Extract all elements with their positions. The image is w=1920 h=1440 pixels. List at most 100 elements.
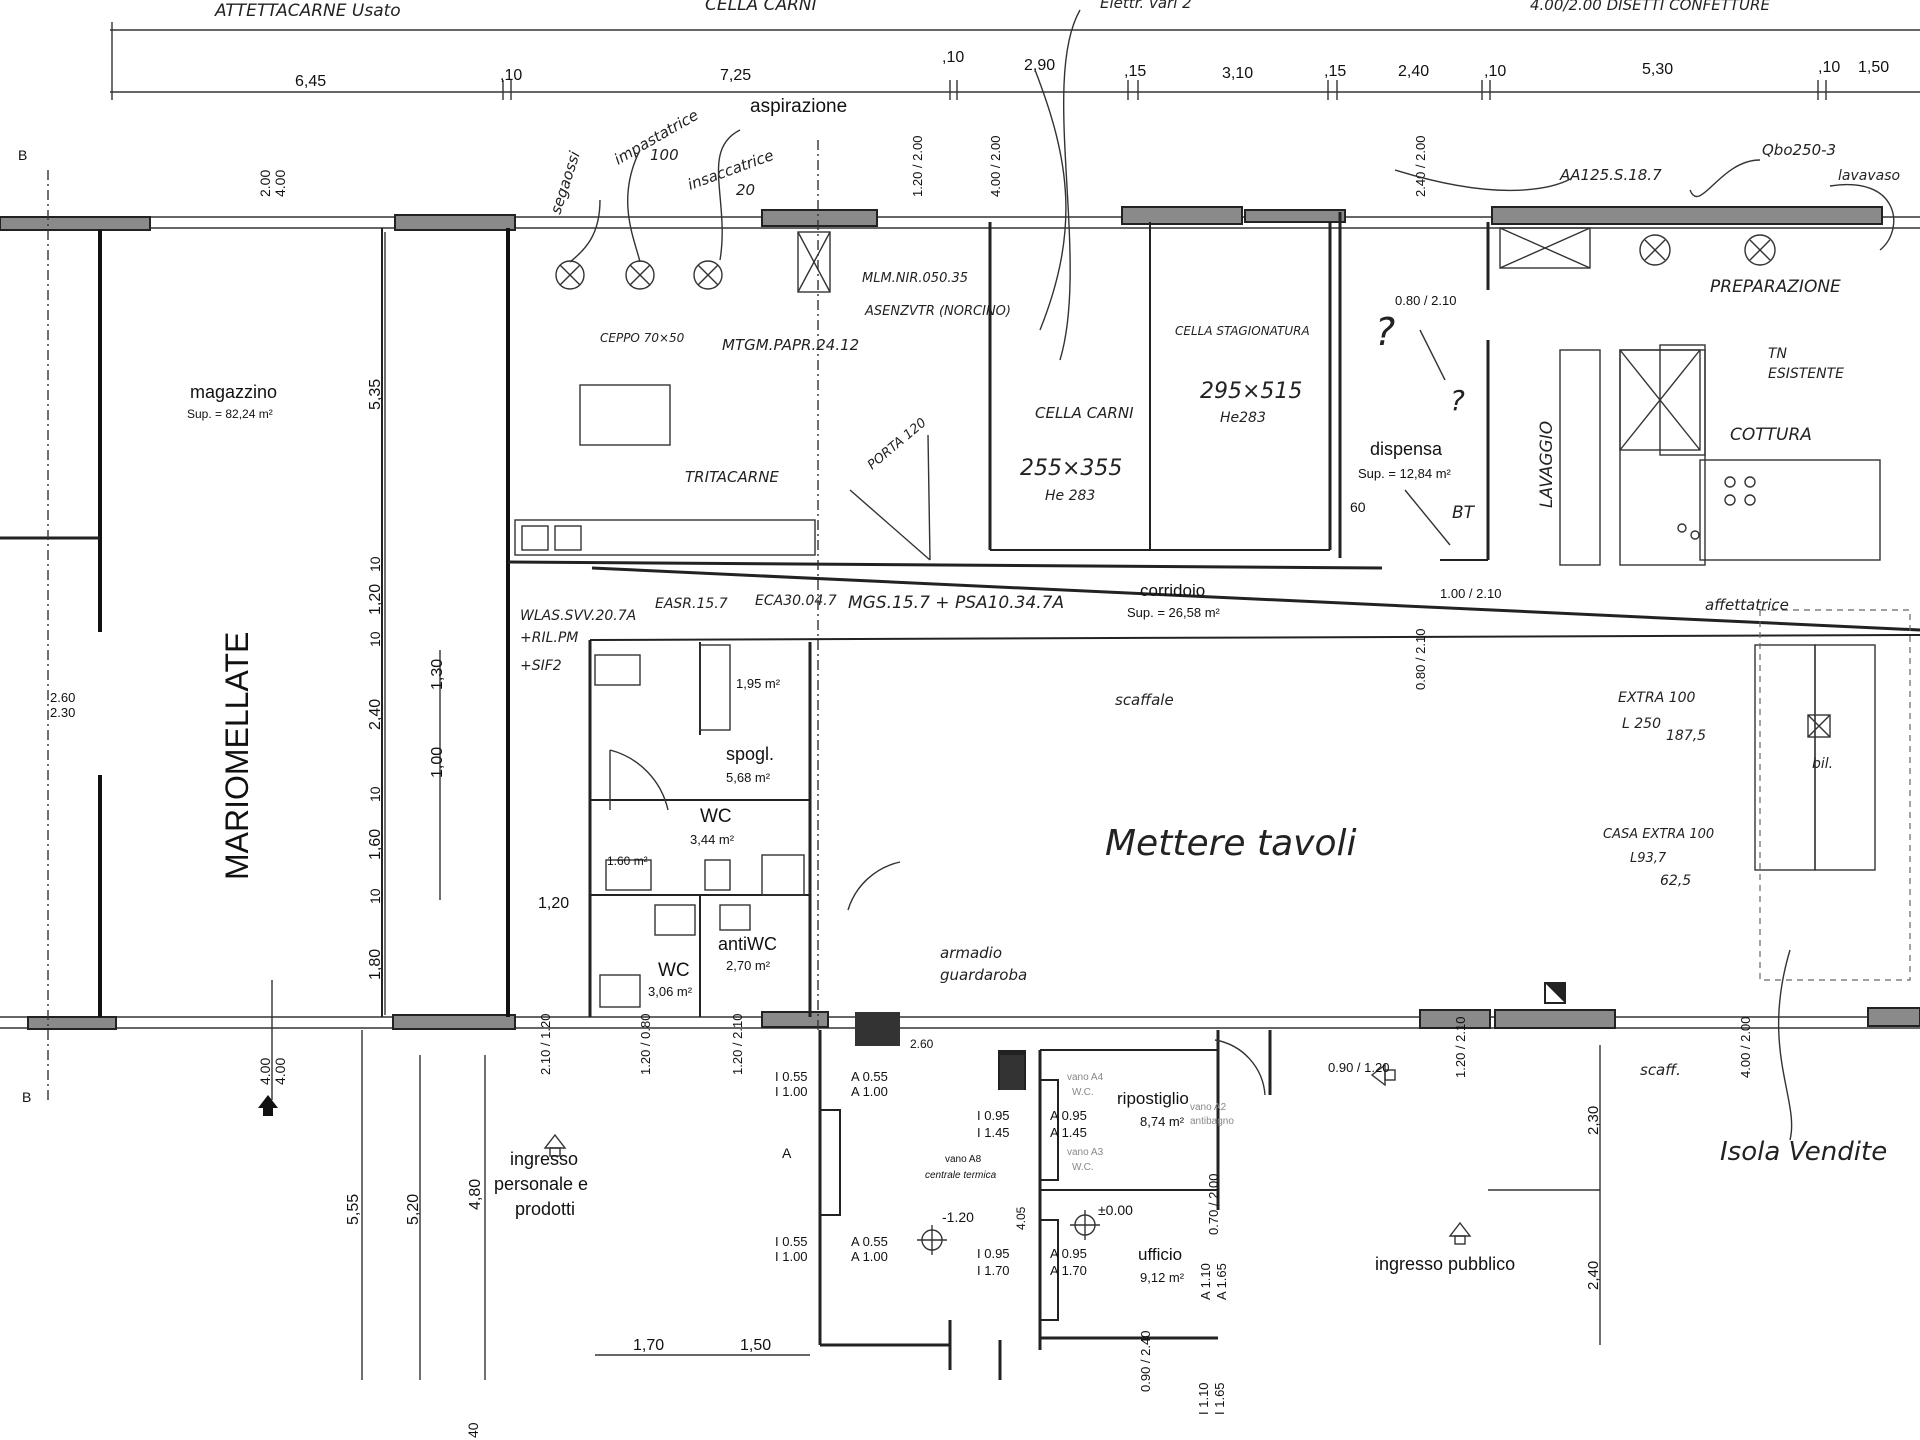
hand-note: L 250 <box>1622 716 1661 732</box>
small-tag: W.C. <box>1072 1087 1094 1098</box>
hand-note: MLM.NIR.050.35 <box>862 271 968 286</box>
display-counter <box>1754 644 1816 871</box>
window-tag-line: I 0.95 <box>977 1246 1010 1261</box>
room-name: WC <box>700 806 732 827</box>
small-tag: A 1.65 <box>1214 1263 1229 1300</box>
scale-icon <box>1807 714 1831 738</box>
window-tag-line: I 1.00 <box>775 1249 808 1264</box>
level-label: ±0.00 <box>1098 1202 1133 1218</box>
dim-label: ,10 <box>1818 59 1840 76</box>
window-tag-line: A 0.95 <box>1050 1108 1087 1123</box>
room-area: Sup. = 12,84 m² <box>1358 466 1452 481</box>
hand-note: lavavaso <box>1838 168 1900 184</box>
wall-segment <box>1867 1007 1920 1027</box>
wall-segment <box>1491 206 1883 225</box>
hand-note: scaffale <box>1115 691 1174 709</box>
dim-label: 2,30 <box>1585 1106 1602 1135</box>
dim-label: 10 <box>367 888 383 904</box>
window-tag-line: A 1.00 <box>851 1249 888 1264</box>
dim-label: 5,35 <box>367 379 384 410</box>
room-hand-size: 255×355 <box>1020 456 1122 481</box>
small-tag: antibagno <box>1190 1116 1234 1127</box>
small-tag: vano A3 <box>1067 1147 1104 1158</box>
window-tag-line: I 1.45 <box>977 1125 1010 1140</box>
window-tag: I 0.95 I 1.45 A 0.95 A 1.45 <box>977 1108 1087 1140</box>
dim-label: 1,20 <box>538 895 569 912</box>
dim-label: 10 <box>367 556 383 572</box>
column-marker <box>1545 983 1565 1003</box>
hand-note: L93,7 <box>1630 851 1667 866</box>
sink-icon <box>605 859 652 891</box>
door-tag: 4.00 / 2.00 <box>1738 1017 1753 1078</box>
wall-segment <box>0 216 151 231</box>
dim-label: 4.00 <box>272 170 288 197</box>
hand-note: MGS.15.7 + PSA10.34.7A <box>848 593 1064 613</box>
door-tag: 1.20 / 0.80 <box>638 1014 653 1075</box>
ceiling-fixture-icon <box>1639 234 1671 266</box>
door-tag: 2.40 / 2.00 <box>1413 136 1428 197</box>
window-tag-line: A 1.70 <box>1050 1263 1087 1278</box>
top-hand-note: CELLA CARNI <box>705 0 817 15</box>
window-tag-line: A 0.95 <box>1050 1246 1087 1261</box>
room-label: MARIOMELLATE <box>219 632 255 880</box>
window-tag-line: I 0.55 <box>775 1069 808 1084</box>
window-tags: I 0.55 I 1.00 A 0.55 A 1.00 I 0.55 I 1.0… <box>775 1069 1087 1278</box>
hand-note: ? <box>1375 310 1395 354</box>
hand-note: guardaroba <box>940 966 1027 984</box>
section-mark: B <box>22 1089 31 1105</box>
display-counter <box>1814 644 1876 871</box>
boiler-icon <box>1000 1055 1024 1090</box>
door-tag: 1.20 / 2.10 <box>1453 1017 1468 1078</box>
door-tag: 0.80 / 2.10 <box>1413 629 1428 690</box>
wall-column <box>855 1012 900 1046</box>
small-tag: I 1.65 <box>1212 1382 1227 1415</box>
room-name: antiWC <box>718 934 777 954</box>
hand-note: AA125.S.18.7 <box>1559 166 1662 184</box>
wall-segment <box>1419 1009 1491 1029</box>
room-sub: centrale termica <box>925 1170 997 1181</box>
sink-icon <box>654 904 696 936</box>
dim-label: 5,20 <box>405 1194 422 1225</box>
room-name: magazzino <box>190 382 277 402</box>
dim-label: 3,10 <box>1222 65 1253 82</box>
sink-icon <box>719 904 751 931</box>
room-name: ufficio <box>1138 1245 1182 1264</box>
room-name: spogl. <box>726 744 774 764</box>
ceiling-fixture-icon <box>693 260 723 290</box>
hand-note: +SIF2 <box>520 658 562 674</box>
entrance-label: ingresso <box>510 1149 578 1169</box>
room-area: 3,06 m² <box>648 984 693 999</box>
dim-label: 1,20 <box>367 584 384 615</box>
room-hand-size: 295×515 <box>1200 379 1302 404</box>
hand-note: 100 <box>650 146 679 164</box>
room-area: 5,68 m² <box>726 770 771 785</box>
butcher-block <box>579 384 671 446</box>
dim-label: 2,90 <box>1024 57 1055 74</box>
room-hand-label: PREPARAZIONE <box>1710 277 1841 297</box>
room-labels: magazzino Sup. = 82,24 m² aspirazione di… <box>18 96 1515 1285</box>
sink-icon <box>521 525 549 551</box>
room-name: dispensa <box>1370 439 1443 459</box>
room-hand-label: COTTURA <box>1730 425 1812 445</box>
toilet-icon <box>599 974 641 1008</box>
door-tag: 2.10 / 1.20 <box>538 1014 553 1075</box>
dim-label: 40 <box>465 1422 481 1438</box>
wall-segment <box>394 214 516 231</box>
top-dimension-strip: ATTETTACARNE Usato CELLA CARNI Elettr. v… <box>110 0 1920 100</box>
small-tag: I 1.10 <box>1196 1382 1211 1415</box>
north-arrow-icon <box>258 1095 278 1108</box>
hand-note: Mettere tavoli <box>1105 823 1357 864</box>
window-tag-line: I 0.95 <box>977 1108 1010 1123</box>
hand-note: segaossi <box>547 148 584 216</box>
dim-label: 2.60 <box>50 690 75 705</box>
wall-segment <box>392 1014 516 1030</box>
entrance-label: prodotti <box>515 1199 575 1219</box>
dim-label: 4,80 <box>467 1179 484 1210</box>
room-hand-label: CELLA STAGIONATURA <box>1175 324 1310 338</box>
room-area: Sup. = 82,24 m² <box>187 407 273 421</box>
section-mark: A <box>782 1145 792 1161</box>
hand-note: insaccatrice <box>685 146 776 194</box>
dim-label: ,10 <box>942 49 964 66</box>
hood-icon <box>797 231 831 293</box>
wall-segment <box>1121 206 1243 225</box>
